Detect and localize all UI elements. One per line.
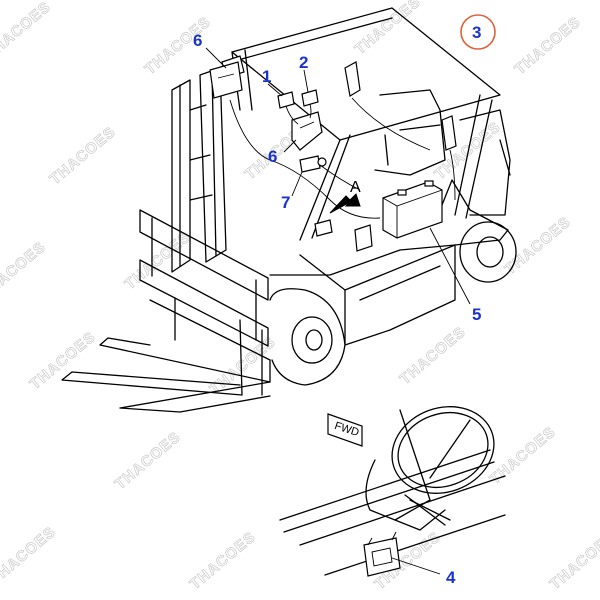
fwd-plate: FWD <box>327 413 363 447</box>
watermark: THACOES <box>142 13 214 78</box>
overhead-guard <box>231 7 501 241</box>
watermark: THACOES <box>397 323 469 388</box>
rear-wheel <box>459 221 517 283</box>
forklift: A <box>61 7 517 413</box>
chassis <box>269 109 511 346</box>
battery <box>382 180 443 239</box>
front-wheel <box>269 288 346 386</box>
callout-5: 5 <box>472 305 481 324</box>
steering-wheel <box>391 406 495 494</box>
watermark: THACOES <box>112 428 184 493</box>
callout-3: 3 <box>472 23 481 42</box>
wire-harness <box>229 97 456 219</box>
watermark: THACOES <box>47 123 119 188</box>
leader-lines <box>205 47 471 575</box>
callout-6-top: 6 <box>193 31 202 50</box>
callout-1: 1 <box>262 67 271 86</box>
watermark: THACOES <box>512 13 584 78</box>
callout-4: 4 <box>446 568 456 587</box>
watermark: THACOES <box>0 238 49 303</box>
view-a-label: A <box>350 179 361 196</box>
steering-column <box>365 459 451 531</box>
highlight-circle <box>460 14 496 50</box>
watermark: THACOES <box>502 213 574 278</box>
watermark: THACOES <box>0 0 54 63</box>
callouts: 6 1 2 3 6 7 5 4 <box>193 14 496 587</box>
callout-7: 7 <box>281 193 290 212</box>
watermark: THACOES <box>0 523 59 588</box>
callout-2: 2 <box>299 53 308 72</box>
watermark: THACOES <box>547 528 600 593</box>
small-parts <box>209 55 457 252</box>
seat <box>374 89 446 176</box>
callout-6-lower: 6 <box>268 147 277 166</box>
watermark: THACOES <box>27 328 99 393</box>
watermark: THACOES <box>187 528 259 593</box>
direction-switch <box>363 531 401 577</box>
view-arrow: A <box>329 179 361 214</box>
steering-detail: FWD <box>279 406 506 577</box>
fork-carriage <box>61 209 271 413</box>
